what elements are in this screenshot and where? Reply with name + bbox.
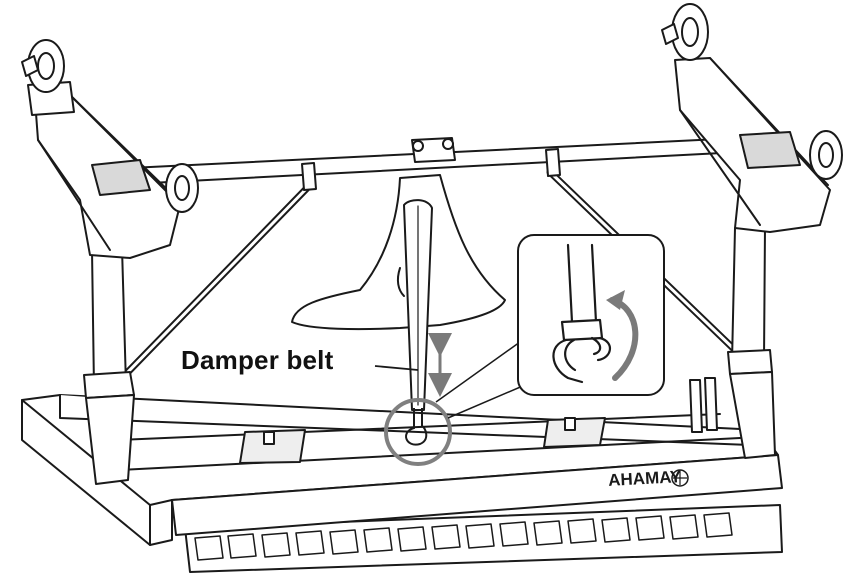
pedal-base-frame (21, 377, 783, 546)
center-support-plate (291, 174, 506, 331)
brand-logo: YAMAHA (608, 467, 682, 490)
svg-text:YAMAHA: YAMAHA (608, 467, 682, 490)
pedal-keys (184, 504, 783, 573)
zoom-guide-lines (435, 341, 526, 419)
damper-belt (396, 199, 433, 411)
callout-leader-line (374, 365, 419, 371)
caster-wheel-icon (809, 130, 843, 180)
hook-detail-inset (517, 234, 665, 396)
right-post (727, 225, 776, 459)
brand-emblem-icon (671, 469, 689, 487)
right-arm (674, 57, 831, 233)
damper-belt-label: Damper belt (181, 345, 334, 375)
rotate-arrow-icon (606, 290, 639, 381)
caster-wheel-icon (661, 3, 709, 61)
magnifier-circle-icon (384, 398, 452, 466)
caster-wheel-icon (165, 163, 199, 213)
caster-wheel-icon (21, 39, 65, 93)
top-cross-bar (129, 137, 742, 191)
left-post (83, 247, 135, 485)
